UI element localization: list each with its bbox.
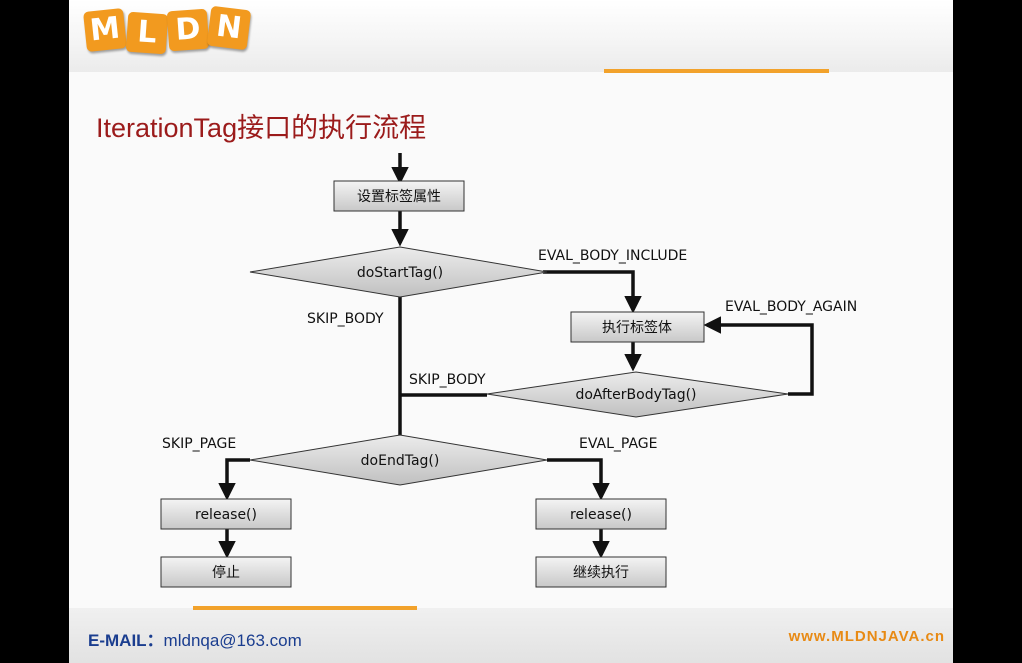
- email-label: E-MAIL: [88, 631, 147, 650]
- arrow-eval-page: [547, 458, 610, 501]
- footer-email: E-MAIL：mldnqa@163.com: [88, 626, 302, 651]
- label-stop: 停止: [212, 564, 240, 581]
- node-labels: 设置标签属性 doStartTag() 执行标签体 doAfterBodyTag…: [195, 188, 697, 581]
- node-continue: [535, 556, 667, 588]
- slide-title: IterationTag接口的执行流程: [96, 113, 427, 143]
- edge-label-skip-body-2: SKIP_BODY: [409, 372, 486, 388]
- flowchart: 设置标签属性 doStartTag() 执行标签体 doAfterBodyTag…: [160, 153, 857, 588]
- arrow-skip-page: [218, 458, 250, 501]
- label-doendtag: doEndTag(): [361, 453, 440, 469]
- node-stop: [160, 556, 292, 588]
- label-doafterbodytag: doAfterBodyTag(): [575, 387, 696, 403]
- label-dostarttag: doStartTag(): [357, 265, 443, 281]
- label-release-left: release(): [195, 507, 257, 523]
- node-exec-body: [570, 311, 705, 343]
- node-dostarttag: [249, 246, 548, 298]
- node-doafterbodytag: [486, 371, 789, 418]
- footer-accent-rule: [193, 606, 417, 610]
- slide: M L D N IterationTag接口的执行流程: [69, 0, 953, 663]
- label-continue: 继续执行: [573, 564, 629, 581]
- node-release-right: [535, 498, 667, 530]
- footer-band: [69, 608, 953, 663]
- header-accent-rule: [604, 69, 829, 73]
- edge-label-eval-body-again: EVAL_BODY_AGAIN: [725, 299, 857, 315]
- label-exec-body: 执行标签体: [602, 319, 672, 336]
- edge-label-skip-body-1: SKIP_BODY: [307, 311, 384, 327]
- label-set-attributes: 设置标签属性: [357, 188, 441, 205]
- edge-labels: EVAL_BODY_INCLUDE SKIP_BODY EVAL_BODY_AG…: [162, 248, 857, 452]
- label-release-right: release(): [570, 507, 632, 523]
- edge-label-eval-page: EVAL_PAGE: [579, 436, 657, 452]
- node-set-attributes: [333, 180, 465, 212]
- edge-label-eval-body-include: EVAL_BODY_INCLUDE: [538, 248, 687, 264]
- node-release-left: [160, 498, 292, 530]
- arrow-eval-body-include: [543, 270, 642, 314]
- nodes: [160, 180, 789, 588]
- arrow-eval-body-again: [703, 316, 814, 396]
- email-address: mldnqa@163.com: [163, 631, 302, 650]
- email-separator: ：: [146, 631, 164, 650]
- connectors: [218, 153, 814, 559]
- node-doendtag: [249, 434, 548, 486]
- edge-label-skip-page: SKIP_PAGE: [162, 436, 236, 452]
- footer-website: www.MLDNJAVA.cn: [788, 628, 945, 645]
